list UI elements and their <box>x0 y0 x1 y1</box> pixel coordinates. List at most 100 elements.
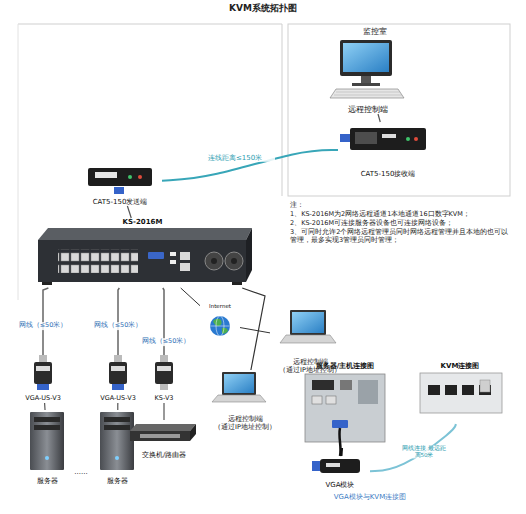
laptop <box>212 395 266 402</box>
network-switch <box>190 424 196 441</box>
node-label: KS-V3 <box>155 395 174 403</box>
monitor-pc <box>330 40 404 98</box>
laptop <box>212 310 336 402</box>
monitor-pc <box>343 43 389 72</box>
kvm-switch <box>205 252 223 270</box>
note-heading: 注： <box>290 201 512 209</box>
laptop <box>292 312 324 333</box>
vga-module <box>326 463 340 467</box>
node-label: 远程控制端 <box>228 416 263 424</box>
network-switch <box>130 424 196 431</box>
kvm-port-photo <box>420 373 502 413</box>
module-dongle <box>157 366 171 371</box>
kvm-switch <box>170 252 176 256</box>
server: 服务器 <box>95 410 140 485</box>
note-line: 1、KS-2016M为2网络远程通道1本地通道16口数字KVM； <box>290 210 512 218</box>
module-dongle <box>37 384 49 390</box>
laptop <box>280 335 336 343</box>
cable-connector <box>117 403 118 410</box>
receiver-device <box>355 132 377 144</box>
kvm-switch <box>170 260 176 264</box>
kvm-switch <box>38 228 252 240</box>
receiver-unit: CAT5-150接收端 <box>338 122 438 178</box>
module-dongle <box>114 355 122 362</box>
switch-router: 交换机/路由器 <box>128 420 200 460</box>
kvm-switch <box>180 252 190 260</box>
kvm-port-photo <box>480 380 490 392</box>
network-module: KS-V3 <box>142 355 186 403</box>
cable-label: 网线（≤50米） <box>136 338 196 346</box>
module-dongle <box>36 366 50 371</box>
host-rear-photo <box>358 380 378 404</box>
host-rear-photo <box>305 374 385 456</box>
module-dongle <box>160 355 168 362</box>
diagram-title: KVM系统拓扑图 <box>0 3 526 15</box>
sender-device <box>138 175 142 179</box>
node-label: 远程控制端 <box>348 105 388 114</box>
remote-laptop: 远程控制端（通过IP地址控制） <box>270 305 350 375</box>
sender-device <box>88 168 152 186</box>
node-label: 服务器 <box>107 477 128 485</box>
kvm-switch <box>232 282 242 285</box>
module-dongle <box>109 362 127 384</box>
module-dongle <box>39 355 47 362</box>
server-tower <box>30 412 64 470</box>
kvm-switch <box>211 258 217 264</box>
vga-module: VGA-US-V3 <box>18 355 68 403</box>
host-diagram: 服务器/主机连接图 <box>300 362 390 448</box>
laptop <box>222 372 256 395</box>
room-label: 监控室 <box>345 27 405 37</box>
kvm-switch <box>180 263 190 271</box>
receiver-device <box>340 128 426 150</box>
server-tower <box>104 417 130 422</box>
cable-connector <box>370 424 456 471</box>
cable-connector <box>163 403 164 420</box>
node-label: 服务器/主机连接图 <box>316 362 375 370</box>
internet-cloud: Internet <box>200 303 240 345</box>
node-label: 远程控制端 <box>293 359 328 367</box>
receiver-device <box>350 128 426 150</box>
host-rear-photo <box>312 380 334 390</box>
kvm-switch: KS-2016M <box>30 218 255 288</box>
ellipsis-mark: ...... <box>66 468 96 477</box>
kvm-port-photo <box>428 385 440 395</box>
server-tower <box>30 412 134 470</box>
kvm-diagram: KVM连接图 <box>415 362 505 424</box>
cable-connector <box>163 288 164 355</box>
kvm-switch <box>246 228 252 282</box>
node-label: 交换机/路由器 <box>142 452 186 460</box>
kvm-switch <box>38 240 246 282</box>
sender-unit: CAT5-150发送端 <box>78 160 162 206</box>
internet-globe <box>210 316 230 336</box>
kvm-port-photo <box>445 385 457 395</box>
receiver-device <box>382 134 396 138</box>
note-line: 3、可同时允许2个网络远程管理员同时网络远程管理并且本地的也可以管理，最多实现3… <box>290 228 512 245</box>
cable-connector <box>44 403 46 410</box>
module-dongle <box>155 362 173 384</box>
receiver-device <box>406 137 410 141</box>
host-rear-photo <box>326 396 336 404</box>
module-dongle <box>34 362 52 384</box>
server-tower <box>115 456 119 460</box>
node-label: VGA模块 <box>325 481 354 489</box>
kvm-switch <box>42 282 52 285</box>
remote-laptop: 远程控制端（通过IP地址控制） <box>200 370 290 432</box>
server: 服务器 <box>25 410 70 485</box>
host-rear-photo <box>332 420 348 428</box>
monitor-pc <box>340 40 392 76</box>
server-tower <box>45 456 49 460</box>
cable-connector <box>127 206 131 218</box>
vga-module <box>312 461 320 471</box>
cable-connector <box>43 288 48 355</box>
network-switch <box>130 431 190 441</box>
frame-line <box>18 24 19 300</box>
receiver-device <box>414 137 418 141</box>
note-line: 2、KS-2016M可连接服务器设备也可连接网络设备； <box>290 219 512 227</box>
laptop <box>290 310 326 335</box>
network-switch <box>140 434 180 438</box>
server-tower <box>104 425 130 430</box>
monitor-pc <box>334 92 402 95</box>
cable-connector <box>242 288 265 370</box>
